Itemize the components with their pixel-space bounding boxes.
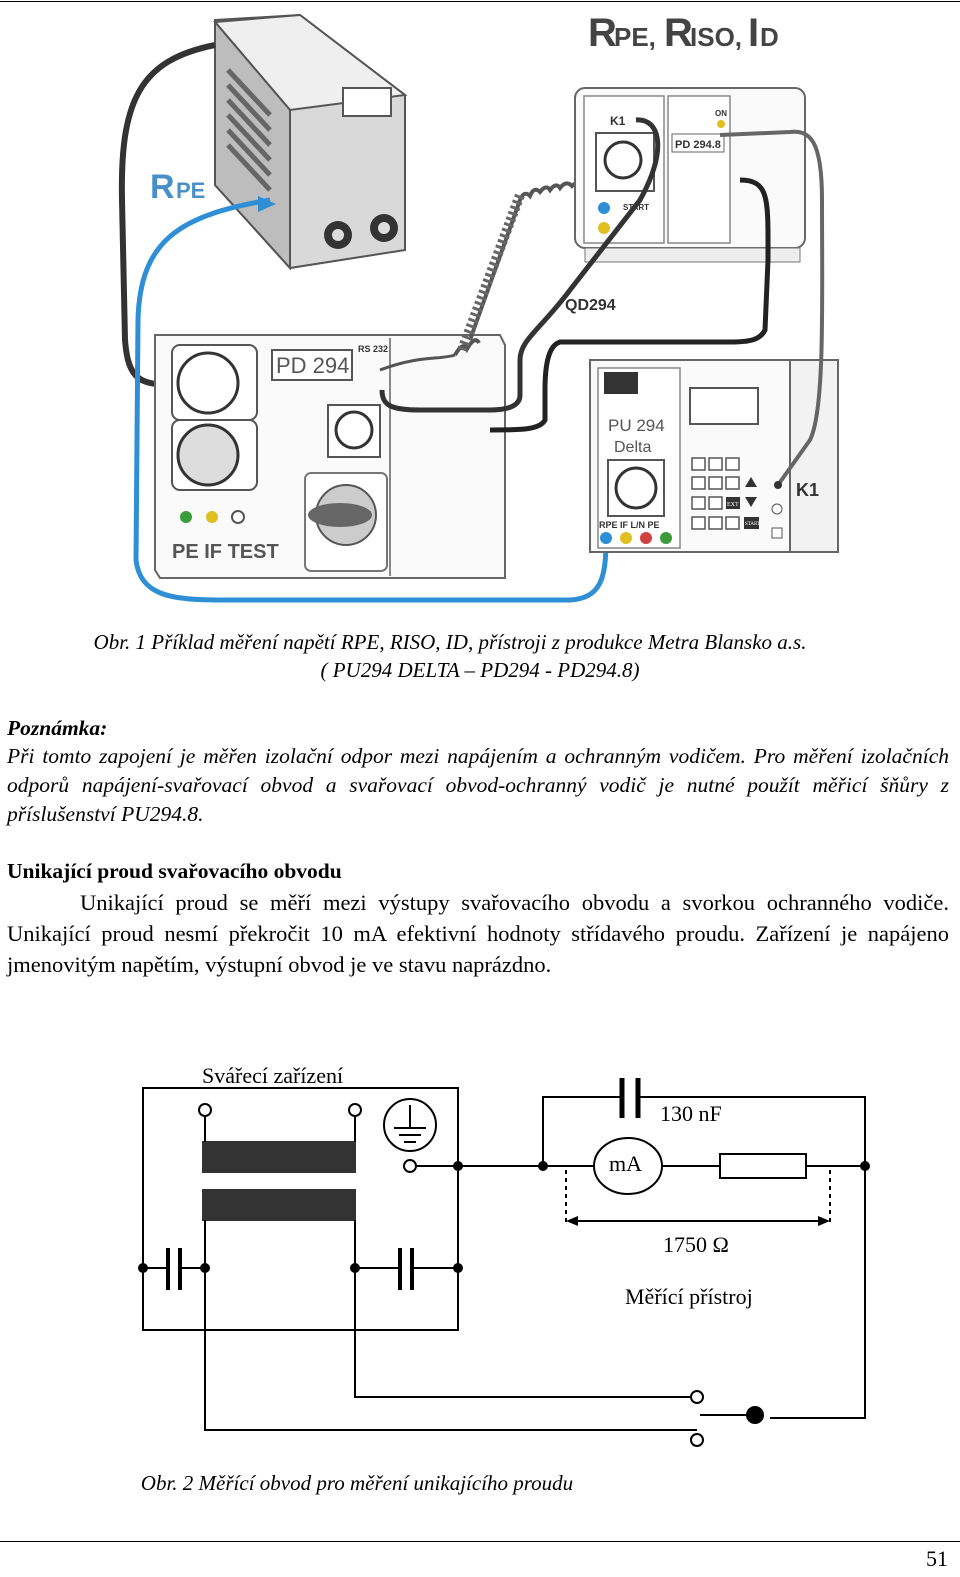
- resistor-label: 1750 Ω: [663, 1232, 729, 1257]
- qd294-label: QD294: [565, 297, 616, 314]
- k1-small-label: K1: [610, 114, 626, 128]
- figure-1-illustration: R PE, R ISO, I D R PE: [118, 11, 839, 603]
- delta-label: Delta: [614, 439, 651, 456]
- section-heading: Unikající proud svařovacího obvodu: [7, 859, 342, 883]
- page-number: 51: [926, 1546, 948, 1571]
- top-rule: [0, 1, 960, 2]
- cable-blue-rpe: [133, 197, 609, 603]
- pu-terminals-label: RPE IF L/N PE: [599, 520, 660, 530]
- caption-figure-2: Obr. 2 Měřící obvod pro měření unikající…: [140, 1471, 574, 1495]
- note-text: Při tomto zapojení je měřen izolační odp…: [7, 744, 949, 826]
- footer-rule: [0, 1541, 960, 1542]
- rs232-label: RS 232: [358, 344, 388, 354]
- start-small-label: START: [745, 522, 760, 527]
- ext-label: EXT: [727, 502, 739, 508]
- rpe-subscript: PE: [176, 178, 205, 203]
- instrument-label: Měřící přístroj: [625, 1284, 753, 1309]
- pu294-label: PU 294: [608, 416, 665, 435]
- welding-machine: [212, 13, 408, 271]
- welder-label: Svářecí zařízení: [202, 1063, 343, 1088]
- ammeter-symbol: mA: [609, 1151, 642, 1176]
- section-text: Unikající proud se měří mezi výstupy sva…: [7, 890, 949, 977]
- pd294-label: PD 294: [276, 353, 349, 378]
- svg-text:ISO,: ISO,: [690, 22, 742, 52]
- svg-text:R: R: [588, 11, 617, 55]
- cable-black-left: [118, 42, 216, 388]
- welder-enclosure: [142, 1087, 459, 1331]
- pe-if-test-label: PE IF TEST: [172, 541, 279, 563]
- capacitor-label: 130 nF: [660, 1101, 722, 1126]
- caption-figure-1-line2: ( PU294 DELTA – PD294 - PD294.8): [320, 658, 640, 682]
- pd294-unit: PD 294 RS 232 PE IF TEST: [154, 334, 506, 579]
- k1-right-label: K1: [796, 480, 819, 500]
- svg-text:I: I: [748, 11, 759, 55]
- on-label: ON: [715, 109, 727, 118]
- figure-1-title: R PE, R ISO, I D: [588, 11, 779, 55]
- pd294-8-label: PD 294.8: [675, 139, 721, 151]
- rpe-label: R: [150, 168, 175, 206]
- svg-text:D: D: [760, 22, 779, 52]
- caption-figure-1: Obr. 1 Příklad měření napětí RPE, RISO, …: [93, 630, 807, 654]
- cable-k1-black: [379, 117, 661, 413]
- svg-text:PE,: PE,: [614, 22, 656, 52]
- svg-text:R: R: [664, 11, 693, 55]
- figure-2-circuit: Svářecí zařízení 130 nF mA 1750 Ω Měřící…: [138, 1063, 870, 1447]
- note-heading: Poznámka:: [7, 716, 108, 740]
